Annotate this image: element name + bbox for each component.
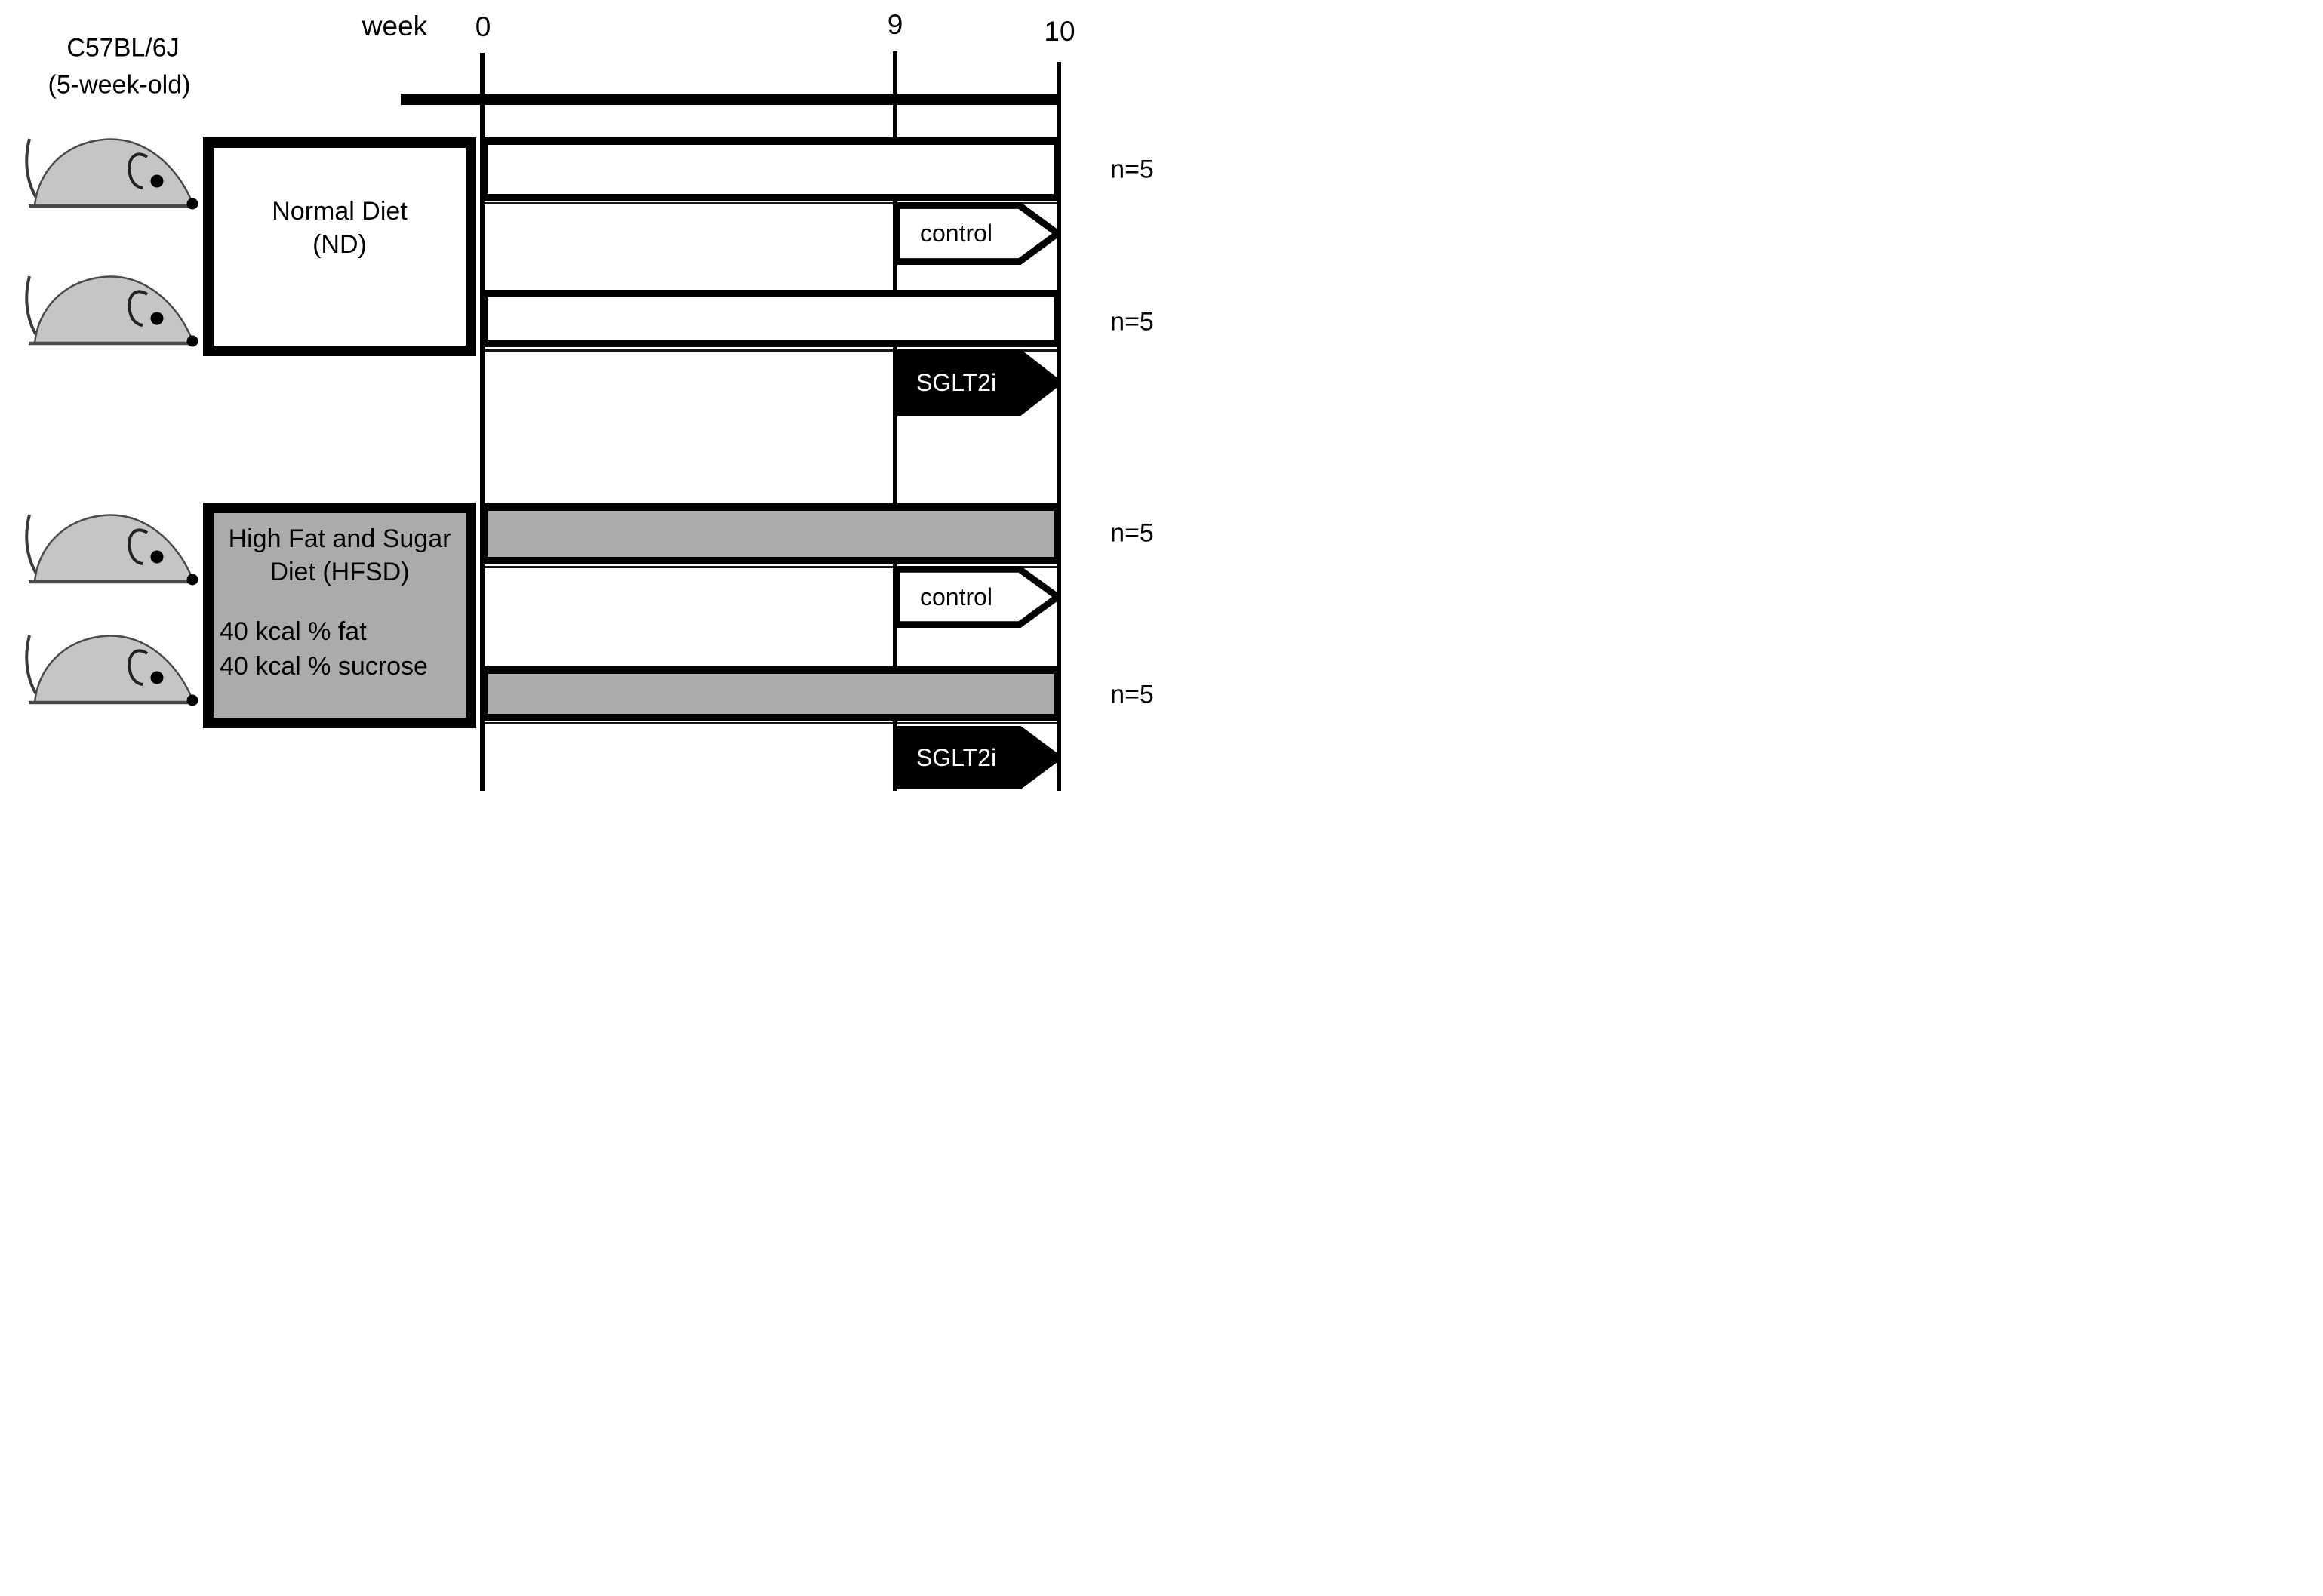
hfsd-control-n-label: n=5 [1110,518,1154,548]
strain-label: C57BL/6J [66,33,180,63]
hfsd-sglt2i-arrow: SGLT2i [893,726,1061,789]
arrow-pentagon-icon [893,566,1061,628]
hfsd-sglt2i-n-label: n=5 [1110,680,1154,709]
hfsd-control-arm-bar [480,503,1061,564]
week-10-line [1057,62,1061,791]
hfsd-box-line2: Diet (HFSD) [269,558,410,586]
mouse-icon [25,138,198,210]
arrow-pentagon-icon [893,349,1061,416]
hfsd-detail-sucrose: 40 kcal % sucrose [220,652,428,681]
hfsd-control-arrow-label: control [919,583,993,610]
arrow-pentagon-icon [893,726,1061,789]
week-0-line [480,53,485,791]
nd-control-n-label: n=5 [1110,155,1154,184]
mouse-icon [25,514,198,586]
hfsd-detail-fat: 40 kcal % fat [220,617,367,646]
week-axis-label: week [362,11,428,42]
hfsd-diet-box: High Fat and Sugar Diet (HFSD) 40 kcal %… [203,503,476,728]
timeline-bar [401,94,1061,105]
nd-control-arrow: control [893,202,1061,265]
normal-diet-box: Normal Diet (ND) [203,137,476,356]
nd-sglt2i-arm-bar [480,290,1061,347]
mouse-icon [25,635,198,706]
nd-sglt2i-n-label: n=5 [1110,307,1154,337]
mouse-icon [25,275,198,347]
week-tick-0: 0 [475,11,491,42]
study-design-diagram: week 0 9 10 C57BL/6J (5-week-old) Normal… [0,0,1162,798]
nd-sglt2i-arrow-label: SGLT2i [915,368,997,396]
nd-sglt2i-arrow: SGLT2i [893,349,1061,416]
nd-box-line2: (ND) [312,230,367,259]
week-tick-9: 9 [887,9,903,40]
week-tick-10: 10 [1044,16,1075,47]
week-9-line [893,51,897,791]
nd-box-line1: Normal Diet [272,197,408,226]
nd-control-arm-bar [480,137,1061,201]
hfsd-control-arrow: control [893,566,1061,628]
arrow-pentagon-icon [893,202,1061,265]
nd-control-arrow-label: control [919,220,993,247]
age-label: (5-week-old) [48,70,191,100]
hfsd-box-line1: High Fat and Sugar [228,524,451,553]
hfsd-sglt2i-arm-bar [480,666,1061,721]
hfsd-sglt2i-arrow-label: SGLT2i [915,743,997,771]
